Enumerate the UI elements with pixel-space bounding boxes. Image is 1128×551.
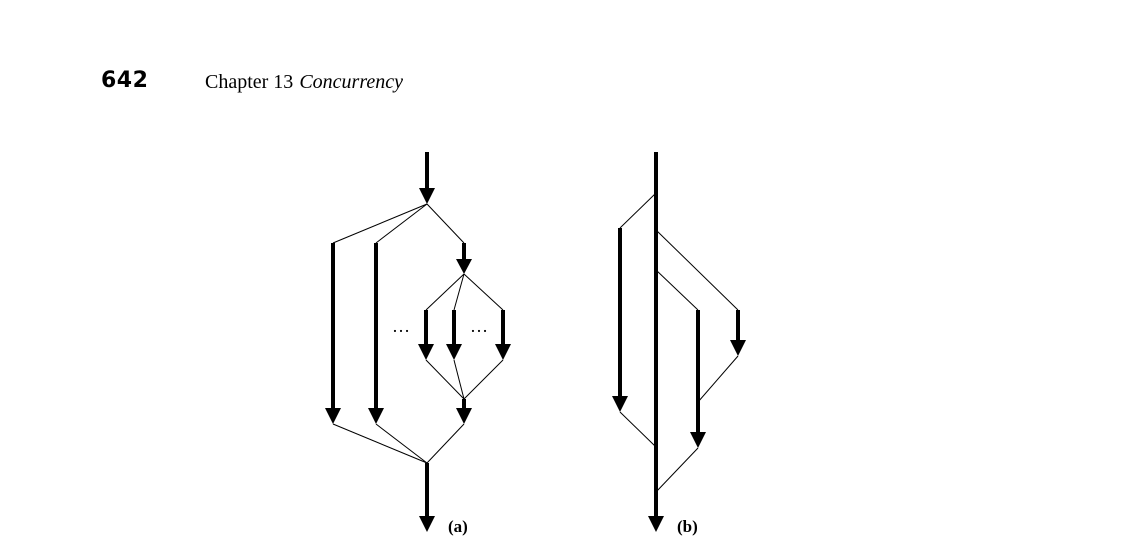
a-ellipsis-left: …: [392, 316, 410, 336]
a-thread-2-arrowhead: [368, 408, 384, 424]
a-fork-line-1: [332, 203, 428, 244]
a-thread-1-arrowhead: [325, 408, 341, 424]
b-join-line-left: [619, 411, 657, 448]
a-ellipsis-right: …: [470, 316, 488, 336]
page-number: 642: [101, 68, 149, 93]
a-fork-line-2: [375, 203, 428, 244]
b-main-arrowhead: [648, 516, 664, 532]
a-main-arrowhead-top: [419, 188, 435, 204]
a-fork-line-3: [426, 203, 465, 244]
b-spawn-line-far-right: [655, 229, 739, 311]
a-main-arrowhead-bottom: [419, 516, 435, 532]
a-nested-fork-1: [425, 273, 465, 311]
a-nested-fork-3: [463, 273, 504, 311]
b-thread-far-right-arrowhead: [730, 340, 746, 356]
panel-b-label: (b): [677, 517, 698, 536]
panel-a-diagram: [325, 152, 511, 532]
a-nested-thread-1-arrowhead: [418, 344, 434, 360]
a-join-line-3: [426, 423, 465, 464]
a-nested-join-2: [453, 359, 465, 400]
panel-a-label: (a): [448, 517, 468, 536]
a-join-line-2: [375, 423, 428, 464]
a-nested-thread-3-arrowhead: [495, 344, 511, 360]
b-join-line-far-right: [697, 355, 739, 403]
a-nested-thread-2-arrowhead: [446, 344, 462, 360]
b-thread-left-arrowhead: [612, 396, 628, 412]
a-nested-fork-2: [453, 273, 465, 311]
panel-b-diagram: [612, 152, 746, 532]
a-thread-3-arrowhead-bottom: [456, 408, 472, 424]
chapter-label: Chapter 13: [205, 71, 294, 93]
a-nested-join-1: [425, 359, 465, 400]
b-thread-right-arrowhead: [690, 432, 706, 448]
b-spawn-line-right: [655, 269, 699, 311]
b-join-line-right: [655, 447, 699, 493]
a-nested-join-3: [463, 359, 504, 400]
b-spawn-line-left: [619, 192, 657, 229]
a-thread-3-arrowhead-top: [456, 259, 472, 274]
a-join-line-1: [332, 423, 428, 464]
chapter-title: Concurrency: [299, 71, 403, 93]
